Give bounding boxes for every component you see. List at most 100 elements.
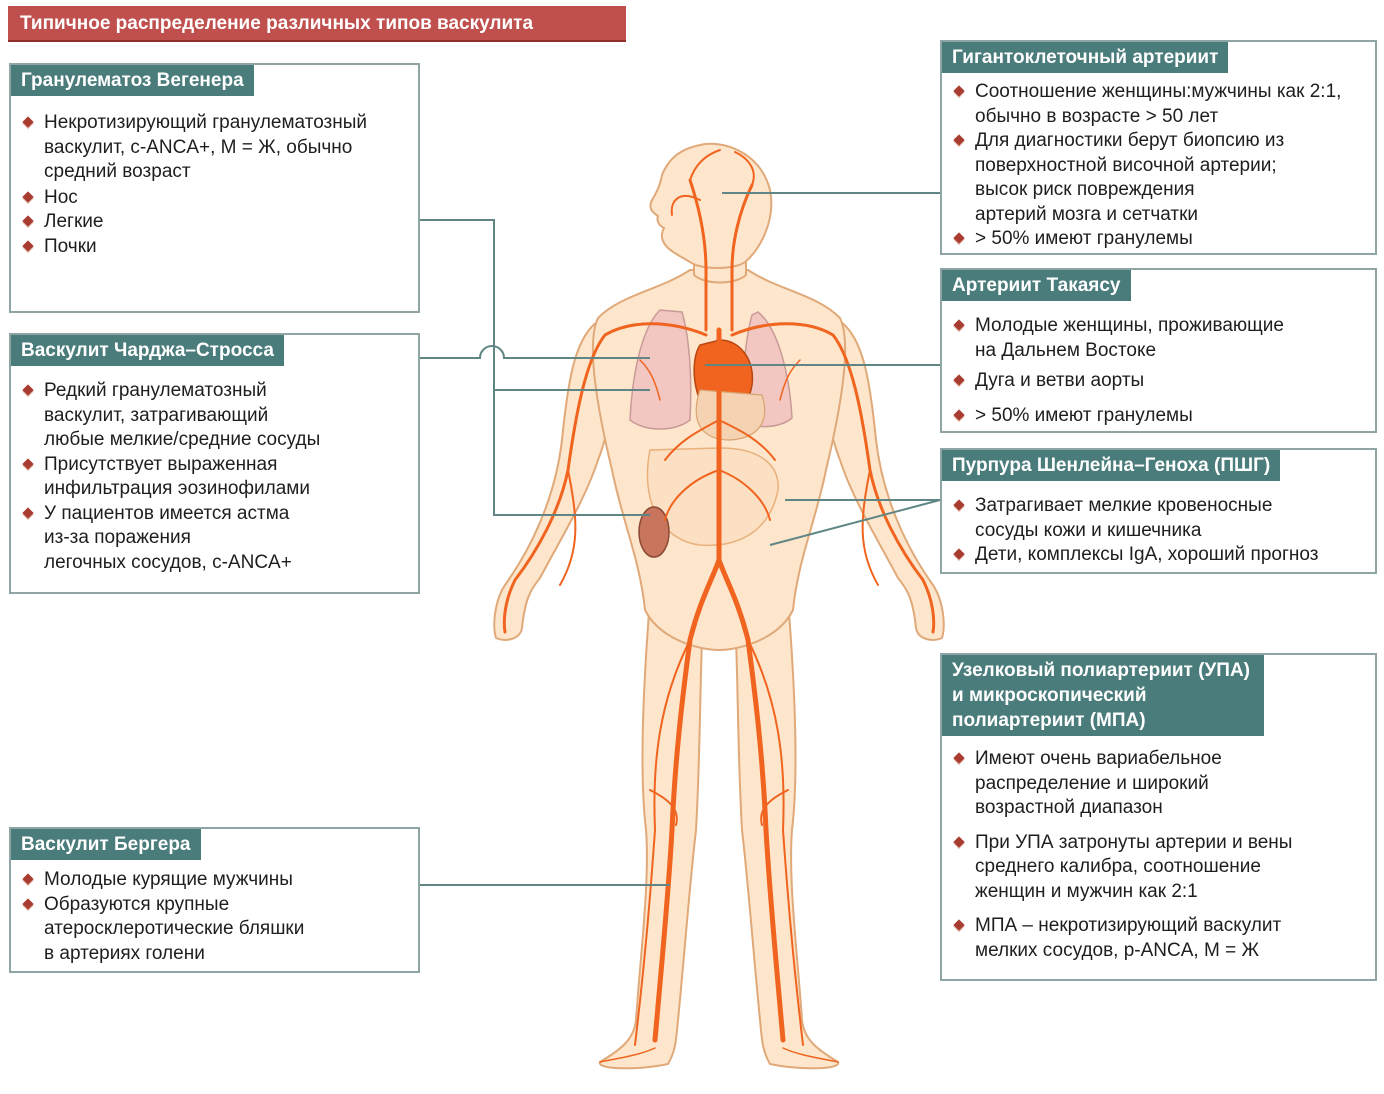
diamond-bullet-icon xyxy=(22,897,34,910)
hsp-item-line: сосуды кожи и кишечника xyxy=(975,519,1202,541)
takayasu-item-line: Дуга и ветви аорты xyxy=(975,370,1145,391)
buerger-header: Васкулит Бергера xyxy=(11,829,201,860)
wegener-item: Некротизирующий гранулематозный васкулит… xyxy=(21,111,412,185)
churg-strauss-header-text: Васкулит Чарджа–Стросса xyxy=(21,340,274,361)
pan-mpa-item-line: При УПА затронуты артерии и вены xyxy=(975,831,1293,853)
hsp-item: Дети, комплексы IgA, хороший прогноз xyxy=(952,543,1369,568)
wegener-item-line: Некротизирующий гранулематозный xyxy=(44,112,368,133)
diagram-title: Типичное распределение различных типов в… xyxy=(8,6,626,42)
giant-cell-item: Соотношение женщины:мужчины как 2:1, обы… xyxy=(952,80,1369,129)
buerger-item: Молодые курящие мужчины xyxy=(21,868,412,893)
wegener-item: Почки xyxy=(21,235,412,260)
churg-strauss-item-line: васкулит, затрагивающий xyxy=(44,404,269,426)
churg-strauss-item-line: инфильтрация эозинофилами xyxy=(44,478,310,499)
wegener-item-line: Почки xyxy=(44,235,97,257)
diamond-bullet-icon xyxy=(953,499,965,511)
takayasu-item: Молодые женщины, проживающие на Дальнем … xyxy=(952,314,1369,363)
takayasu-header-text: Артериит Такаясу xyxy=(952,275,1121,296)
churg-strauss-item: Присутствует выраженная инфильтрация эоз… xyxy=(21,453,412,502)
giant-cell-item-line: > 50% имеют гранулемы xyxy=(975,228,1193,249)
giant-cell-header-text: Гигантоклеточный артериит xyxy=(952,47,1219,68)
hsp-item: Затрагивает мелкие кровеносные сосуды ко… xyxy=(952,494,1369,543)
buerger-item-line: в артериях голени xyxy=(44,942,205,964)
takayasu-item-line: Молодые женщины, проживающие xyxy=(975,315,1284,336)
pan-mpa-item-line: среднего калибра, соотношение xyxy=(975,856,1261,877)
diamond-bullet-icon xyxy=(953,374,965,386)
pan-mpa-header: Узелковый полиартериит (УПА) и микроскоп… xyxy=(942,655,1264,736)
giant-cell-list: Соотношение женщины:мужчины как 2:1, обы… xyxy=(952,80,1369,252)
takayasu-item-line: на Дальнем Востоке xyxy=(975,339,1157,361)
churg-strauss-item-line: Редкий гранулематозный xyxy=(44,380,267,401)
churg-strauss-item-line: любые мелкие/средние сосуды xyxy=(44,429,321,450)
pan-mpa-box: Узелковый полиартериит (УПА) и микроскоп… xyxy=(940,653,1377,981)
churg-strauss-box: Васкулит Чарджа–Стросса Редкий гранулема… xyxy=(9,333,420,594)
kidney xyxy=(638,506,670,558)
giant-cell-item-line: обычно в возрасте > 50 лет xyxy=(975,105,1219,127)
diamond-bullet-icon xyxy=(22,384,34,396)
churg-strauss-header: Васкулит Чарджа–Стросса xyxy=(11,335,284,366)
diamond-bullet-icon xyxy=(22,457,34,470)
liver-stomach xyxy=(695,389,766,441)
diamond-bullet-icon xyxy=(22,190,34,203)
giant-cell-item-line: артерий мозга и сетчатки xyxy=(975,203,1199,225)
pan-mpa-item-line: женщин и мужчин как 2:1 xyxy=(975,880,1198,902)
giant-cell-header: Гигантоклеточный артериит xyxy=(942,42,1229,73)
wegener-list: Некротизирующий гранулематозный васкулит… xyxy=(21,111,412,259)
wegener-item: Нос xyxy=(21,186,412,211)
wegener-header: Гранулематоз Вегенера xyxy=(11,65,254,96)
hsp-item-line: Дети, комплексы IgA, хороший прогноз xyxy=(975,544,1319,565)
pan-mpa-header-text: и микроскопический xyxy=(952,685,1147,706)
pan-mpa-item: МПА – некротизирующий васкулит мелких со… xyxy=(952,914,1369,963)
diamond-bullet-icon xyxy=(953,408,965,421)
diamond-bullet-icon xyxy=(953,548,965,560)
diamond-bullet-icon xyxy=(953,752,965,764)
wegener-item-line: Легкие xyxy=(44,211,104,232)
buerger-list: Молодые курящие мужчины Образуются крупн… xyxy=(21,868,412,966)
giant-cell-item: > 50% имеют гранулемы xyxy=(952,227,1369,252)
takayasu-header: Артериит Такаясу xyxy=(942,270,1131,301)
body-silhouette xyxy=(493,142,945,1070)
hsp-list: Затрагивает мелкие кровеносные сосуды ко… xyxy=(952,494,1369,568)
hsp-header: Пурпура Шенлейна–Геноха (ПШГ) xyxy=(942,450,1281,481)
diamond-bullet-icon xyxy=(953,835,965,848)
takayasu-box: Артериит Такаясу Молодые женщины, прожив… xyxy=(940,268,1377,433)
takayasu-list: Молодые женщины, проживающие на Дальнем … xyxy=(952,314,1369,428)
churg-strauss-item-line: из-за поражения xyxy=(44,527,191,548)
pan-mpa-item-line: возрастной диапазон xyxy=(975,797,1163,818)
churg-strauss-list: Редкий гранулематозный васкулит, затраги… xyxy=(21,379,412,575)
connector-lines xyxy=(419,192,941,886)
pan-mpa-header-text: Узелковый полиартериит (УПА) xyxy=(952,660,1250,681)
pan-mpa-item-line: МПА – некротизирующий васкулит xyxy=(975,915,1282,936)
churg-strauss-item-line: легочных сосудов, с-ANCA+ xyxy=(44,551,292,573)
diamond-bullet-icon xyxy=(22,116,34,128)
pan-mpa-item: При УПА затронуты артерии и вены среднег… xyxy=(952,831,1369,905)
buerger-item-line: атеросклеротические бляшки xyxy=(44,918,305,939)
buerger-item-line: Образуются крупные xyxy=(44,893,230,915)
buerger-item-line: Молодые курящие мужчины xyxy=(44,869,293,890)
wegener-item: Легкие xyxy=(21,210,412,235)
giant-cell-item-line: Для диагностики берут биопсию из xyxy=(975,130,1285,151)
pan-mpa-list: Имеют очень вариабельное распределение и… xyxy=(952,747,1369,963)
hsp-box: Пурпура Шенлейна–Геноха (ПШГ) Затрагивае… xyxy=(940,448,1377,574)
giant-cell-item-line: высок риск повреждения xyxy=(975,179,1195,200)
churg-strauss-item-line: Присутствует выраженная xyxy=(44,453,278,475)
buerger-header-text: Васкулит Бергера xyxy=(21,834,191,855)
wegener-header-text: Гранулематоз Вегенера xyxy=(21,70,244,91)
pan-mpa-header-text: полиартериит (МПА) xyxy=(952,710,1146,731)
giant-cell-item-line: поверхностной височной артерии; xyxy=(975,154,1277,176)
blood-vessels xyxy=(502,149,936,1063)
giant-cell-box: Гигантоклеточный артериит Соотношение же… xyxy=(940,40,1377,255)
wegener-box: Гранулематоз Вегенера Некротизирующий гр… xyxy=(9,63,420,313)
diamond-bullet-icon xyxy=(22,239,34,252)
pan-mpa-item-line: распределение и широкий xyxy=(975,772,1209,794)
takayasu-item: Дуга и ветви аорты xyxy=(952,369,1369,394)
diamond-bullet-icon xyxy=(953,232,965,244)
giant-cell-item: Для диагностики берут биопсию из поверхн… xyxy=(952,129,1369,227)
diamond-bullet-icon xyxy=(22,215,34,227)
diamond-bullet-icon xyxy=(22,873,34,885)
giant-cell-item-line: Соотношение женщины:мужчины как 2:1, xyxy=(975,81,1342,102)
diamond-bullet-icon xyxy=(953,85,965,97)
diamond-bullet-icon xyxy=(22,506,34,519)
takayasu-item: > 50% имеют гранулемы xyxy=(952,404,1369,429)
